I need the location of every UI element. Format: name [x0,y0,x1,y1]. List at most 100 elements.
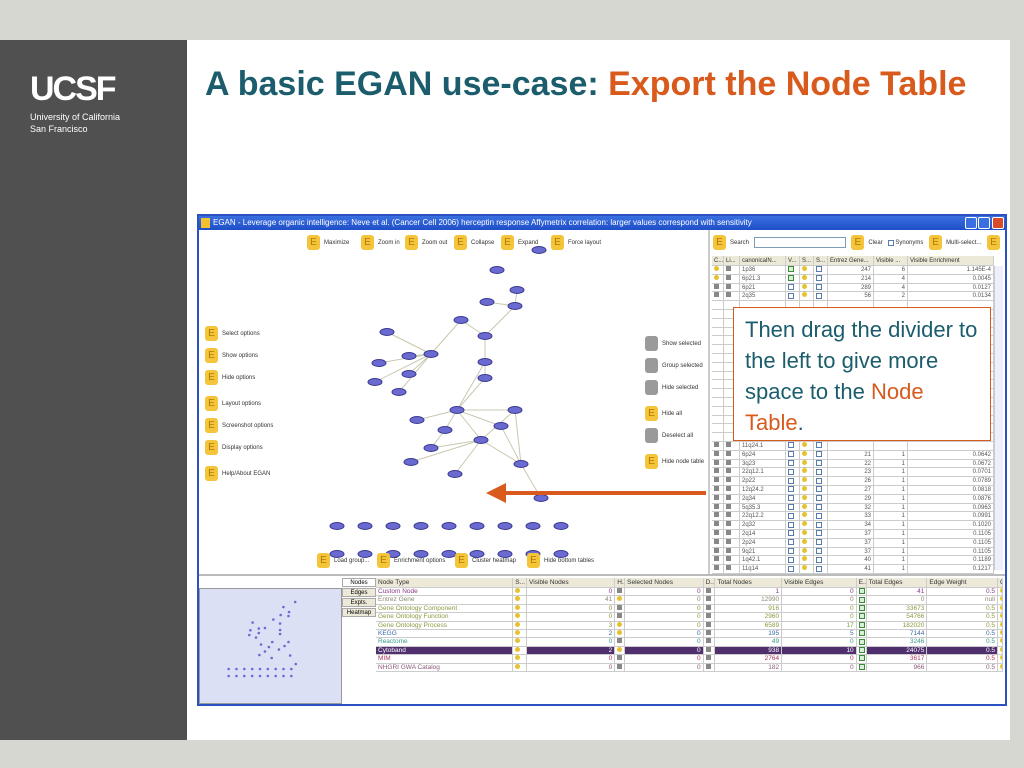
visible-checkbox[interactable] [788,530,794,537]
edges-checkbox[interactable] [858,621,865,628]
graph-node[interactable] [401,352,417,360]
visible-checkbox[interactable] [788,521,794,528]
clear-icon[interactable]: E [851,235,865,250]
graph-node[interactable] [441,522,457,530]
show-checkbox[interactable] [816,266,822,273]
graph-node[interactable] [409,416,425,424]
graph-node[interactable] [553,522,569,530]
show-checkbox[interactable] [816,486,822,493]
edges-checkbox[interactable] [858,638,865,645]
column-header[interactable]: Visible Edges [782,578,857,587]
graph-node[interactable] [469,522,485,530]
show-checkbox[interactable] [816,477,822,484]
visible-checkbox[interactable] [788,547,794,554]
graph-node[interactable] [423,350,439,358]
column-header[interactable]: Edge Weight [927,578,998,587]
graph-node[interactable] [553,550,569,558]
column-header[interactable]: S... [814,256,828,265]
show-checkbox[interactable] [816,512,822,519]
column-header[interactable]: S... [800,256,814,265]
visible-checkbox[interactable] [788,556,794,563]
visible-checkbox[interactable] [788,442,794,449]
visible-checkbox[interactable] [788,292,794,299]
graph-node[interactable] [479,298,495,306]
maximize-button[interactable] [978,217,990,229]
column-header[interactable]: Visible ... [874,256,908,265]
graph-node[interactable] [497,550,513,558]
column-header[interactable]: Visible Enrichment [908,256,994,265]
visible-checkbox[interactable] [788,512,794,519]
column-header[interactable]: Node Type [376,578,514,587]
graph-node[interactable] [513,460,529,468]
graph-node[interactable] [477,332,493,340]
column-header[interactable]: C... [714,256,724,265]
graph-node[interactable] [489,266,505,274]
clear-button[interactable]: Clear [868,239,883,246]
edges-checkbox[interactable] [858,647,865,654]
show-checkbox[interactable] [816,547,822,554]
multi-select-button[interactable]: Multi-select... [946,239,982,246]
column-header[interactable]: Li... [724,256,740,265]
graph-node[interactable] [477,374,493,382]
show-checkbox[interactable] [816,284,822,291]
graph-node[interactable] [357,522,373,530]
graph-node[interactable] [473,436,489,444]
graph-node[interactable] [391,388,407,396]
graph-node[interactable] [531,246,547,254]
visible-checkbox[interactable] [788,486,794,493]
graph-node[interactable] [497,522,513,530]
graph-node[interactable] [329,550,345,558]
graph-node[interactable] [509,286,525,294]
column-header[interactable]: E... [858,578,867,587]
minimize-button[interactable] [965,217,977,229]
minimap[interactable] [199,588,342,704]
show-checkbox[interactable] [816,459,822,466]
column-header[interactable]: canonicalN... [740,256,786,265]
graph-node[interactable] [401,370,417,378]
visible-checkbox[interactable] [788,275,794,282]
graph-node[interactable] [507,406,523,414]
show-checkbox[interactable] [816,530,822,537]
column-header[interactable]: S... [513,578,528,587]
graph-node[interactable] [493,422,509,430]
show-checkbox[interactable] [816,556,822,563]
show-checkbox[interactable] [816,503,822,510]
graph-node[interactable] [447,470,463,478]
graph-node[interactable] [329,522,345,530]
graph-node[interactable] [413,550,429,558]
graph-node[interactable] [453,316,469,324]
visible-checkbox[interactable] [788,284,794,291]
close-button[interactable] [992,217,1004,229]
graph-node[interactable] [413,522,429,530]
egan-icon[interactable]: E [987,235,1001,250]
show-checkbox[interactable] [816,275,822,282]
visible-checkbox[interactable] [788,266,794,273]
